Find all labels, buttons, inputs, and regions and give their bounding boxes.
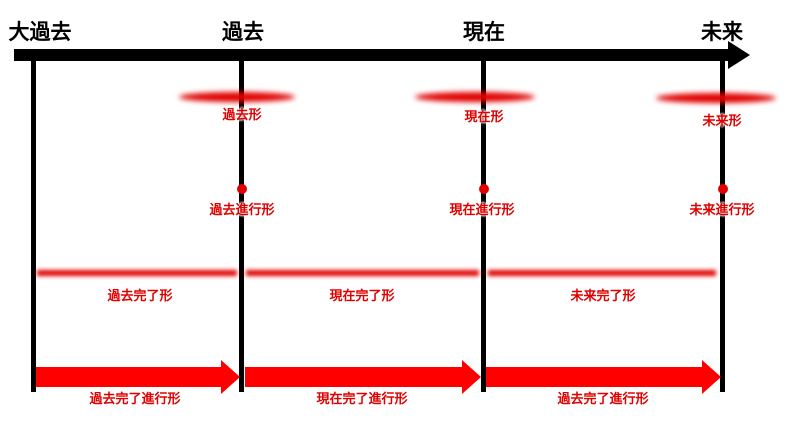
perfect-progressive-arrow-present — [245, 360, 481, 394]
perfect-label-past: 過去完了形 — [107, 289, 173, 304]
simple-mark-future — [656, 93, 776, 103]
perfect-progressive-arrow-past — [36, 360, 240, 394]
period-label-mirai: 未来 — [701, 20, 743, 44]
perfect-progressive-label-present: 現在完了進行形 — [316, 392, 408, 407]
progressive-dot-past — [237, 184, 247, 194]
simple-label-past: 過去形 — [222, 108, 262, 123]
simple-mark-present — [415, 92, 535, 102]
perfect-progressive-label-past: 過去完了進行形 — [89, 392, 181, 407]
simple-label-present: 現在形 — [464, 110, 504, 125]
period-line-kako — [239, 55, 244, 392]
period-line-daikako — [31, 55, 36, 392]
period-label-genzai: 現在 — [463, 20, 505, 44]
perfect-band-present — [246, 270, 479, 276]
perfect-label-present: 現在完了形 — [329, 289, 395, 304]
period-line-mirai — [720, 55, 725, 392]
progressive-dot-present — [479, 184, 489, 194]
perfect-band-future — [488, 270, 716, 276]
period-label-kako: 過去 — [222, 20, 264, 44]
timeline-axis — [14, 49, 732, 61]
perfect-progressive-arrow-future — [486, 360, 721, 394]
perfect-label-future: 未来完了形 — [570, 289, 636, 304]
timeline-arrowhead — [728, 41, 750, 69]
simple-mark-past — [179, 92, 295, 102]
period-label-daikako: 大過去 — [8, 20, 72, 44]
progressive-label-future: 未来進行形 — [689, 203, 755, 218]
period-line-genzai — [481, 55, 486, 392]
progressive-label-past: 過去進行形 — [209, 203, 275, 218]
perfect-progressive-label-future: 過去完了進行形 — [557, 392, 649, 407]
progressive-label-present: 現在進行形 — [449, 203, 515, 218]
simple-label-future: 未来形 — [702, 114, 742, 129]
perfect-band-past — [37, 270, 237, 276]
progressive-dot-future — [718, 184, 728, 194]
